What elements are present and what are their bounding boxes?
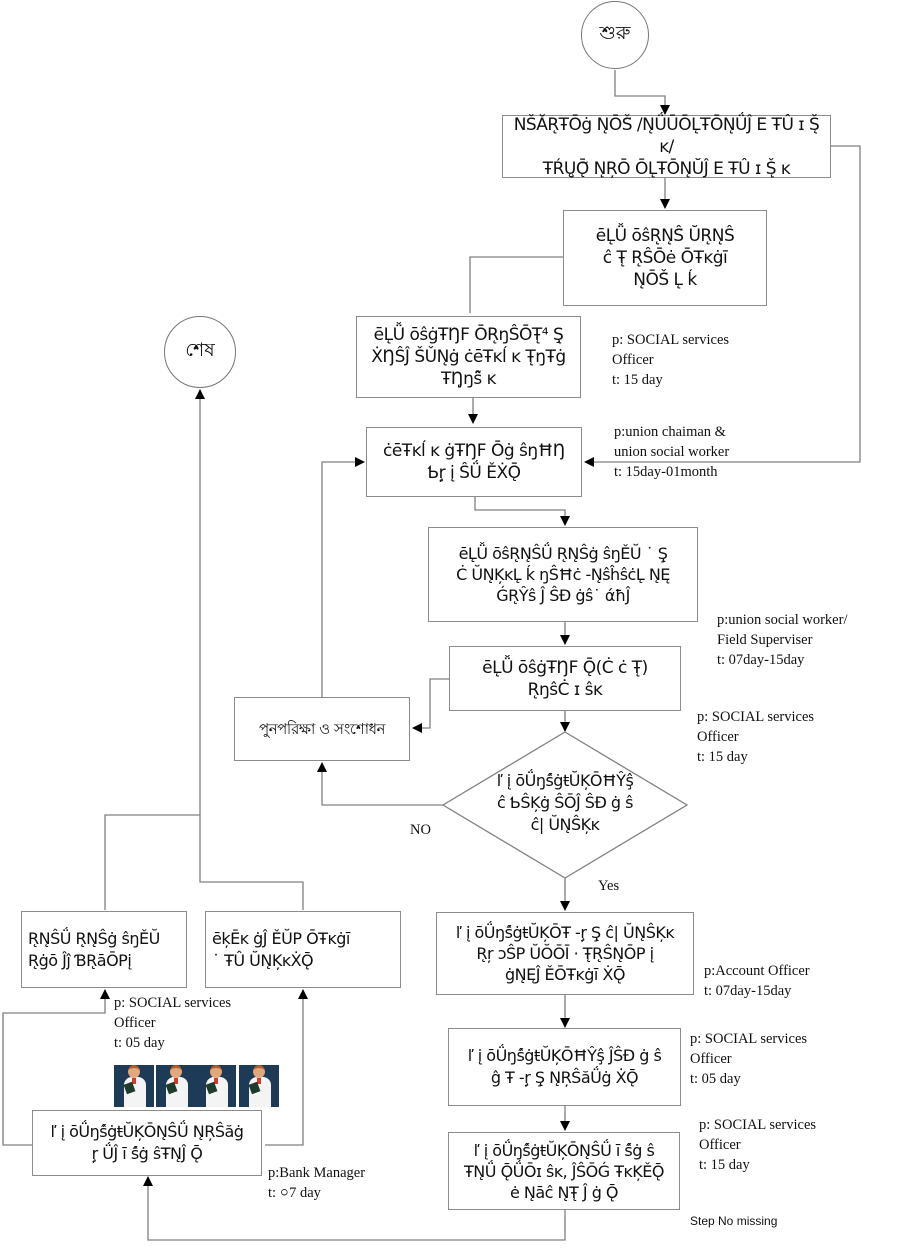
note-process-3: p: SOCIAL services Officer t: 15 day bbox=[612, 332, 730, 388]
process-box-5: ēL̨Ǚ ōŝR̨N̨ŜǗ R̨N̨Ŝġ ŝŋĚŬ ˙ Ş̨ Ċ ŬN̨ĶĸL̨… bbox=[428, 527, 698, 622]
connector-n11-end bbox=[104, 814, 200, 910]
branch-label-yes: Yes bbox=[598, 878, 620, 894]
decision-label: ľ į ōǗŋŝ́ġŧŬĶŌĦŶş̂ ĉ ƄŜĶġ ŜŌĴ ŜĐ ġ ŝ ĉ| … bbox=[496, 771, 634, 834]
process-box-9: ľ į ōǗŋŝ́ġŧŬĶŌN̨ŜǗ ī ŝ́ġ ŝ ŦN̨Ǘ ǬǗŌɪ ŝĸ,… bbox=[448, 1132, 680, 1210]
doctor-figure-icon bbox=[156, 1065, 196, 1107]
process-box-3: ēL̨Ǚ ōŝġŦŊF ŌR̨ŋŜŌŦ̨⁴ Ş̨ ẊŊŜĴ ŠǓN̨ġ ċēŦĸ… bbox=[356, 316, 581, 398]
note-process-11: p: SOCIAL services Officer t: 05 day bbox=[114, 995, 232, 1051]
start-label: শুরু bbox=[599, 22, 631, 44]
footnote: Step No missing bbox=[690, 1214, 778, 1228]
connector-n10-n11 bbox=[2, 989, 110, 1146]
decision-diamond bbox=[441, 731, 689, 879]
process-box-12: ēķĒĸ ġĴ ĚŬP ŌŦĸġī ˙ ŦÛ ŬN̨ĶĸẊǬ bbox=[205, 911, 401, 988]
note-process-8: p: SOCIAL services Officer t: 05 day bbox=[690, 1031, 808, 1087]
connector-n6-rework bbox=[412, 678, 450, 733]
doctor-figure-icon bbox=[239, 1065, 279, 1107]
process-box-6: ēL̨Ǚ ōŝġŦŊF Ǭ(Ċ ċ Ŧ̨) R̨ŋŝĊ ɪ ŝĸ bbox=[449, 646, 681, 711]
process-box-10: ľ į ōǗŋŝ́ġŧŬĶŌN̨ŜǗ N̨ŖŜăġ ŗ̧ ǗĴ ī ŝ́ġ ŝŦ… bbox=[32, 1110, 262, 1176]
connector-n1-n4 bbox=[584, 145, 861, 467]
process-box-4: ċēŦĸĺ ĸ ġŦŊF Ōġ ŝŋĦŊ Ƅŗ̧ į ŜǗ ĚẊǬ bbox=[366, 427, 582, 497]
process-box-8: ľ į ōǗŋŝ́ġŧŬĶŌĦŶş̂ ĴŜĐ ġ ŝ ĝ Ŧ -ŗ̧ Ş̨ N̨… bbox=[448, 1028, 681, 1106]
branch-label-no: NO bbox=[410, 822, 431, 838]
doctor-figure-icon bbox=[114, 1065, 154, 1107]
process-box-1: NŠĂR̨ŦŌġ N̨ŌŠ̃ /N̨ǗŪŌL̨ŦŌN̨ǗĴ E ŦÛ ɪ Š̨ … bbox=[502, 115, 831, 179]
connector-n2-n3 bbox=[469, 256, 563, 313]
end-label: শেষ bbox=[185, 339, 215, 361]
connector-n10-n12 bbox=[265, 989, 308, 1146]
process-box-7: ľ į ōǗŋŝ́ġŧŬĶŌŦ -ŗ̧ Ş̨ ĉ| ŬN̨ŜĶĸ R̨ŗ ɔŜP… bbox=[436, 912, 694, 995]
connector-n12-end bbox=[195, 389, 304, 910]
end-node: শেষ bbox=[164, 316, 236, 388]
start-node: শুরু bbox=[581, 1, 649, 69]
note-process-4: p:union chaiman & union social worker t:… bbox=[614, 424, 730, 480]
rework-box: পুনপরিক্ষা ও সংশোধন bbox=[234, 697, 410, 761]
connector-n4-n5 bbox=[474, 497, 570, 526]
process-box-2: ēL̨Ǚ ōŝR̨N̨Ŝ̃ ŬR̨N̨Ŝ ĉ Ŧ̨ R̨ŜŌė ŌŦĸġī N̨… bbox=[563, 210, 767, 306]
note-process-6: p: SOCIAL services Officer t: 15 day bbox=[697, 709, 815, 765]
note-process-7: p:Account Officer t: 07day-15day bbox=[704, 963, 810, 999]
connector-start-n1 bbox=[614, 70, 670, 115]
note-process-9: p: SOCIAL services Officer t: 15 day bbox=[699, 1117, 817, 1173]
connector-decision-rework bbox=[317, 762, 443, 806]
process-box-11: R̨N̨ŜǗ R̨N̨Ŝġ ŝŋĚŬ R̨ġō Ĵĵ ƁR̨āŌPį bbox=[21, 911, 187, 988]
doctor-figure-icon bbox=[196, 1065, 236, 1107]
connector-n9-n10 bbox=[143, 1176, 566, 1241]
note-process-5: p:union social worker/ Field Superviser … bbox=[717, 612, 848, 668]
connector-rework-n4 bbox=[321, 457, 365, 697]
note-process-10: p:Bank Manager t: ০7 day bbox=[268, 1165, 366, 1201]
